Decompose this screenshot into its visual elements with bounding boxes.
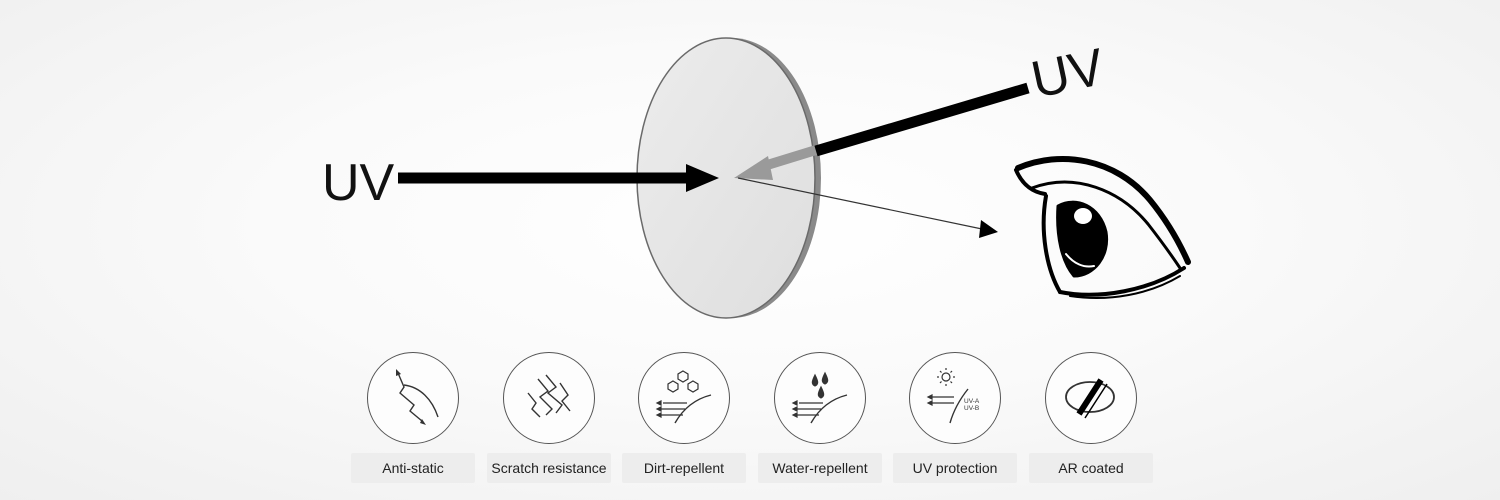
visible-light-arrow	[737, 177, 998, 238]
reflected-uv-arrow-inner	[734, 145, 818, 180]
feature-water-repellent: Water-repellent	[758, 352, 882, 483]
feature-label: Water-repellent	[758, 453, 882, 483]
feature-dirt-repellent: Dirt-repellent	[622, 352, 746, 483]
uv-incoming-label: UV	[322, 154, 395, 212]
feature-anti-static: Anti-static	[351, 352, 475, 483]
scratch-resistance-icon	[503, 352, 595, 444]
uv-protection-icon: UV-A UV-B	[909, 352, 1001, 444]
feature-label: Scratch resistance	[487, 453, 611, 483]
feature-label: Anti-static	[351, 453, 475, 483]
ar-coated-icon	[1045, 352, 1137, 444]
feature-ar-coated: AR coated	[1029, 352, 1153, 483]
uv-a-text: UV-A	[964, 398, 980, 405]
feature-label: AR coated	[1029, 453, 1153, 483]
dirt-repellent-icon	[638, 352, 730, 444]
feature-label: Dirt-repellent	[622, 453, 746, 483]
incoming-uv-arrow	[398, 164, 719, 192]
uv-b-text: UV-B	[964, 405, 979, 412]
lens	[636, 37, 821, 319]
feature-label: UV protection	[893, 453, 1017, 483]
feature-uv-protection: UV-A UV-B UV protection	[893, 352, 1017, 483]
reflected-uv-arrow	[814, 82, 1030, 157]
water-repellent-icon	[774, 352, 866, 444]
feature-scratch-resistance: Scratch resistance	[487, 352, 611, 483]
eye-icon	[1014, 156, 1191, 299]
anti-static-icon	[367, 352, 459, 444]
diagram-canvas: UV UV	[322, 37, 1191, 319]
